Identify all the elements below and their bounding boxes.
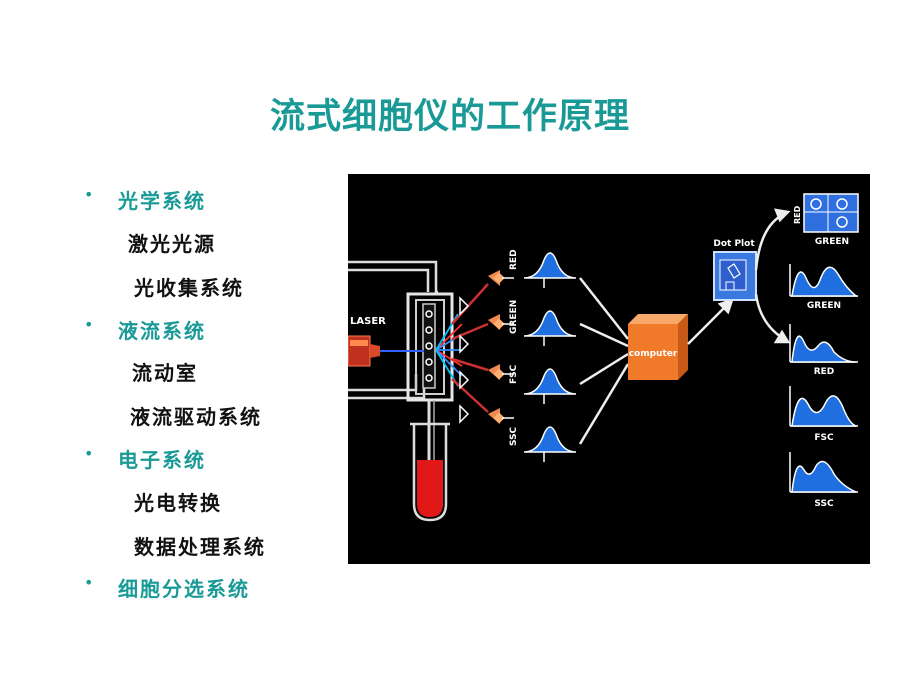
item-fluid-drive: 液流驱动系统 <box>130 405 262 429</box>
histogram-label-ssc: SSC <box>814 499 834 509</box>
dot-plot-axis-x: GREEN <box>815 237 849 247</box>
histogram-ssc: SSC <box>789 452 858 509</box>
flow-cytometer-diagram: LASER <box>348 174 870 564</box>
output-histograms: GREEN RED FSC SSC <box>789 264 859 509</box>
histogram-label-fsc: FSC <box>814 433 834 443</box>
item-photoelectric: 光电转换 <box>134 491 222 515</box>
dot-plot-axis-y: RED <box>793 205 802 224</box>
filters <box>459 296 470 424</box>
diagram-svg: LASER <box>348 193 859 522</box>
arrow-to-dot-plot <box>687 298 734 345</box>
bullet-icon: • <box>84 573 94 592</box>
dot-plot: Dot Plot <box>713 239 757 301</box>
section-fluidics: 液流系统 <box>118 319 206 343</box>
detector-labels: RED GREEN FSC SSC <box>509 249 519 446</box>
detector-peaks <box>523 252 577 462</box>
item-flow-chamber: 流动室 <box>132 361 198 385</box>
detectors <box>488 270 514 424</box>
dot-plot-label: Dot Plot <box>713 239 755 249</box>
computer-box: computer <box>628 314 688 380</box>
section-cell-sorting: 细胞分选系统 <box>118 577 250 601</box>
laser-source: LASER <box>348 316 424 367</box>
detector-label-green: GREEN <box>509 300 519 334</box>
detector-label-ssc: SSC <box>509 426 519 446</box>
laser-label: LASER <box>350 316 386 327</box>
histogram-label-green: GREEN <box>807 301 841 311</box>
histogram-red: RED <box>789 324 858 377</box>
item-data-processing: 数据处理系统 <box>134 535 266 559</box>
dot-plot-result: RED GREEN <box>793 193 859 247</box>
item-laser-source: 激光光源 <box>128 232 216 256</box>
page-title: 流式细胞仪的工作原理 <box>269 97 630 137</box>
histogram-label-red: RED <box>814 367 835 377</box>
histogram-green: GREEN <box>789 264 859 311</box>
arrows-to-outputs <box>754 208 791 344</box>
section-optics: 光学系统 <box>118 189 206 213</box>
bullet-icon: • <box>84 315 94 334</box>
scatter-rays <box>435 283 489 413</box>
bullet-icon: • <box>84 185 94 204</box>
bullet-icon: • <box>84 444 94 463</box>
computer-label: computer <box>629 349 678 359</box>
histogram-fsc: FSC <box>789 386 858 443</box>
signal-lines <box>578 277 630 445</box>
item-light-collection: 光收集系统 <box>134 276 244 300</box>
detector-label-red: RED <box>509 249 519 270</box>
sample-tube <box>410 422 450 522</box>
section-electronics: 电子系统 <box>118 448 206 472</box>
detector-label-fsc: FSC <box>509 364 519 384</box>
